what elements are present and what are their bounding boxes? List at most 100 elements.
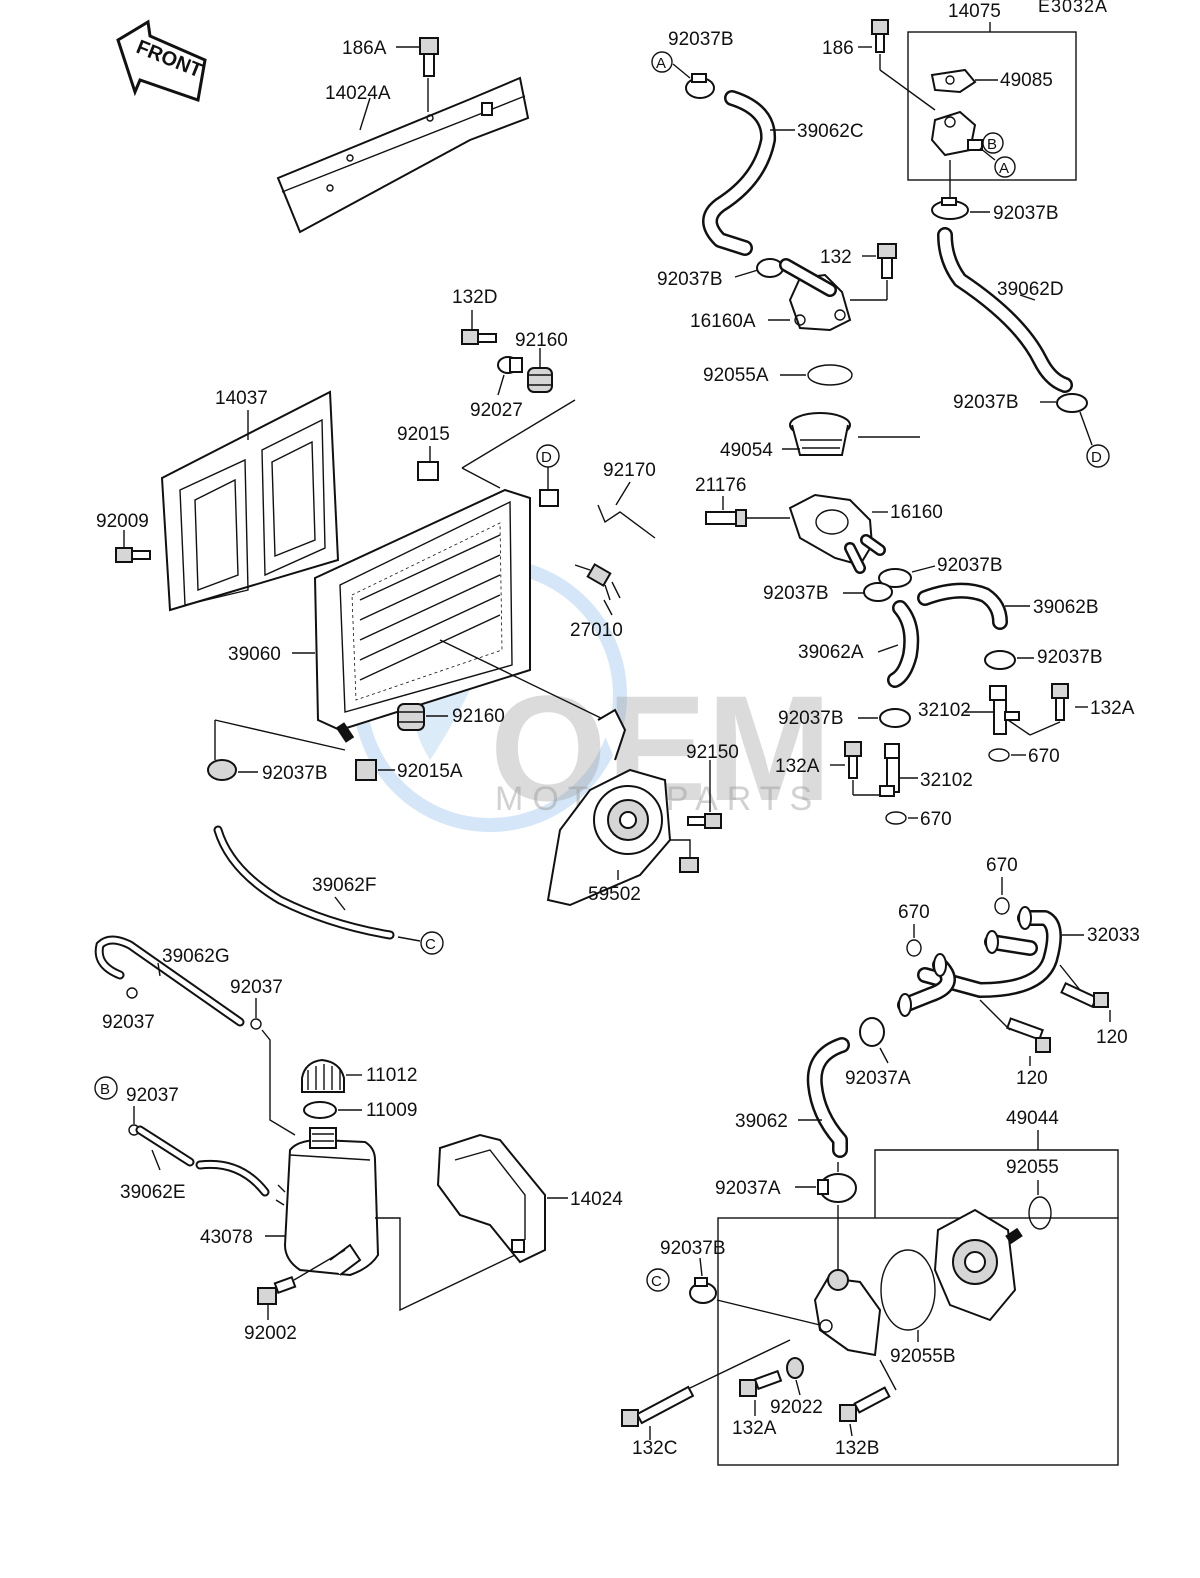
label-27010: 27010 (570, 620, 623, 641)
part-92037B-clamp-1 (685, 73, 715, 99)
part-92160-grommet-2 (397, 703, 425, 731)
label-92160-2: 92160 (452, 706, 505, 727)
label-92170: 92170 (603, 460, 656, 481)
part-92037B-clamp-6 (878, 568, 912, 588)
part-39062-hose (806, 1037, 850, 1158)
part-92037B-clamp-10 (689, 1277, 717, 1304)
label-186: 186 (822, 38, 854, 59)
part-11012-cap (301, 1058, 345, 1093)
label-39062C: 39062C (797, 121, 864, 142)
label-32102-2: 32102 (920, 770, 973, 791)
label-32102-1: 32102 (918, 700, 971, 721)
label-92022: 92022 (770, 1397, 823, 1418)
part-39062A-hose (887, 600, 920, 688)
part-92037-clip-1 (126, 987, 138, 999)
label-92037B-6: 92037B (937, 555, 1003, 576)
label-39062: 39062 (735, 1111, 788, 1132)
part-92002-bolt (257, 1275, 297, 1305)
part-49044-pump-box (717, 1217, 1119, 1466)
part-14024A-shroud (276, 76, 530, 234)
label-14037: 14037 (215, 388, 268, 409)
label-39062F: 39062F (312, 875, 376, 896)
part-92037-clip-2 (250, 1018, 262, 1030)
part-39062D-hose (937, 227, 1073, 393)
part-39062F-hose (213, 825, 395, 940)
ref-circle-C-1 (420, 931, 444, 955)
part-11009-gasket (303, 1101, 337, 1119)
label-132A-3: 132A (732, 1418, 777, 1439)
part-92037B-clamp-9 (207, 759, 237, 781)
label-39062D: 39062D (997, 279, 1064, 300)
ref-circle-B-2 (94, 1076, 118, 1100)
part-92022-washer (786, 1357, 804, 1379)
label-11012: 11012 (366, 1065, 417, 1086)
label-32033: 32033 (1087, 925, 1140, 946)
part-39062B-hose (917, 582, 1008, 630)
label-92055B: 92055B (890, 1346, 956, 1367)
part-120-bolt-1 (1060, 981, 1109, 1009)
label-14024: 14024 (570, 1189, 623, 1210)
label-92150: 92150 (686, 742, 739, 763)
label-92027: 92027 (470, 400, 523, 421)
label-39062B: 39062B (1033, 597, 1099, 618)
part-132A-bolt-2 (844, 741, 862, 779)
part-92055-oring (1028, 1196, 1052, 1230)
label-92037B-1: 92037B (668, 29, 734, 50)
label-49085: 49085 (1000, 70, 1053, 91)
part-132A-bolt-1 (1051, 683, 1069, 721)
part-14024-guard (436, 1133, 546, 1264)
part-670-oring-2 (885, 811, 907, 825)
ref-A-2: A (999, 160, 1009, 177)
ref-D-1: D (1091, 449, 1102, 466)
label-14075: 14075 (948, 1, 1001, 22)
label-92037B-5: 92037B (763, 583, 829, 604)
part-92037B-clamp-5 (863, 582, 893, 602)
part-92055A-oring (807, 364, 853, 386)
label-49044: 49044 (1006, 1108, 1059, 1129)
part-92037A-clamp-1 (859, 1017, 885, 1047)
label-120-2: 120 (1016, 1068, 1048, 1089)
ref-C-1: C (425, 936, 436, 953)
part-32033-pipe (897, 906, 1062, 1017)
ref-B-2: B (100, 1081, 110, 1098)
diagram-code: E3032A (1038, 0, 1108, 16)
label-39062G: 39062G (162, 946, 230, 967)
label-92037B-8: 92037B (778, 708, 844, 729)
ref-circle-D-1 (1086, 444, 1110, 468)
label-39062A: 39062A (798, 642, 864, 663)
part-49044-pump-body (933, 1208, 1023, 1322)
part-49054-thermostat (789, 412, 851, 456)
label-92037B-4: 92037B (953, 392, 1019, 413)
label-39060: 39060 (228, 644, 281, 665)
part-132A-bolt-3 (739, 1369, 783, 1397)
label-120-1: 120 (1096, 1027, 1128, 1048)
ref-A-1: A (656, 55, 666, 72)
part-43078-reservoir (275, 1127, 380, 1277)
label-92037B-7: 92037B (1037, 647, 1103, 668)
part-21176-sensor (705, 509, 747, 527)
part-670-oring-3 (906, 939, 922, 957)
label-92037A-2: 92037A (715, 1178, 781, 1199)
part-92160-grommet-1 (527, 367, 553, 393)
label-92037B-3: 92037B (657, 269, 723, 290)
part-132C-bolt (621, 1385, 695, 1427)
label-670-2: 670 (920, 809, 952, 830)
ref-circle-A-2 (994, 156, 1016, 178)
part-92037A-clamp-2 (817, 1173, 857, 1203)
label-21176: 21176 (695, 475, 746, 496)
label-132: 132 (820, 247, 852, 268)
label-11009: 11009 (366, 1100, 417, 1121)
part-16160A-housing (779, 258, 852, 332)
part-186A-bolt (419, 37, 439, 77)
label-43078: 43078 (200, 1227, 253, 1248)
label-14024A: 14024A (325, 83, 391, 104)
ref-circle-C-2 (646, 1268, 670, 1292)
label-132C: 132C (632, 1438, 677, 1459)
label-92015A: 92015A (397, 761, 463, 782)
part-27010-switch (586, 563, 621, 601)
label-670-1: 670 (1028, 746, 1060, 767)
label-132A-2: 132A (775, 756, 820, 777)
part-14037-grille (160, 390, 340, 612)
ref-circle-A-1 (651, 51, 673, 73)
